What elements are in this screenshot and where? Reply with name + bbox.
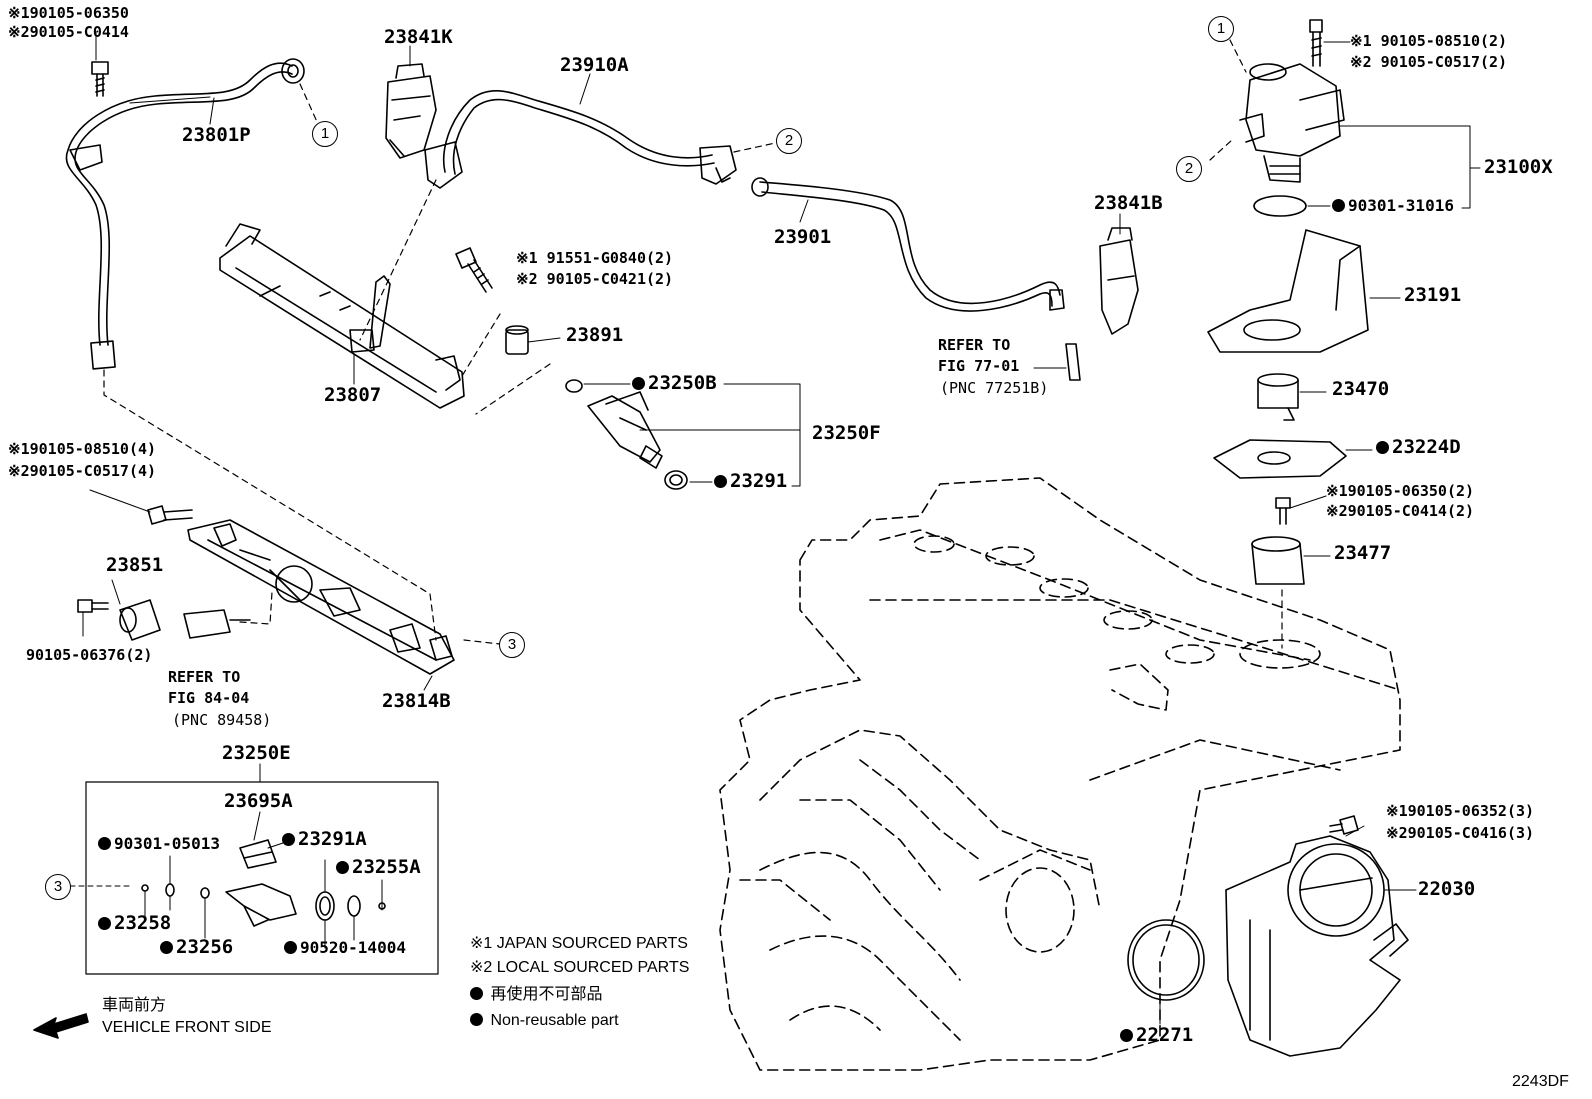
- part-label: 23477: [1334, 542, 1392, 564]
- rail-assembly-23814b: [89, 489, 455, 675]
- insulator-23191: [1207, 229, 1401, 353]
- refer-label: REFER TO: [938, 336, 1011, 354]
- part-label: 23291A: [282, 830, 367, 849]
- refer-label: REFER TO: [168, 668, 241, 686]
- connector-23841b: [1099, 227, 1139, 335]
- part-label: 23224D: [1376, 438, 1461, 457]
- throttle-body-22030: [1225, 815, 1417, 1057]
- fuel-pump-23100x: [1239, 19, 1481, 217]
- non-reusable-dot-icon: [1332, 199, 1345, 212]
- non-reusable-dot-icon: [470, 987, 483, 1000]
- part-label: 22271: [1120, 1026, 1193, 1045]
- gasket-23224d: [1213, 439, 1373, 479]
- gasket-22271: [1127, 919, 1205, 1025]
- part-label: 23807: [324, 384, 382, 406]
- part-label: 23258: [98, 914, 171, 933]
- part-label: 23256: [160, 938, 233, 957]
- housing-23477: [1251, 495, 1331, 585]
- bolt-label-j: ※190105-06350: [8, 4, 129, 22]
- part-label: 23901: [774, 226, 832, 248]
- non-reusable-dot-icon: [1120, 1029, 1133, 1042]
- harness-23910a: [424, 89, 737, 189]
- non-reusable-dot-icon: [1376, 441, 1389, 454]
- callout-1: 1: [312, 121, 338, 147]
- delivery-pipe-23807: [219, 223, 465, 409]
- injector-23250f: [565, 379, 801, 490]
- part-label: 90105-06376(2): [26, 646, 153, 664]
- relation-lines: [103, 39, 1283, 649]
- non-reusable-dot-icon: [282, 833, 295, 846]
- legend-reuse-en: Non-reusable part: [470, 1013, 619, 1029]
- callout-2: 2: [776, 128, 802, 154]
- part-label: 23841K: [384, 26, 453, 48]
- part-label: 23100X: [1484, 156, 1553, 178]
- bolt-label-l: ※290105-C0517(4): [8, 462, 157, 480]
- callout-3: 3: [45, 874, 71, 900]
- part-label: 23470: [1332, 378, 1390, 400]
- non-reusable-dot-icon: [336, 861, 349, 874]
- non-reusable-dot-icon: [98, 837, 111, 850]
- non-reusable-dot-icon: [98, 917, 111, 930]
- bolt-23891: [455, 247, 561, 355]
- refer-label: (PNC 77251B): [940, 379, 1049, 397]
- direction-en: VEHICLE FRONT SIDE: [102, 1019, 272, 1036]
- bolt-label-l: ※290105-C0416(3): [1386, 824, 1535, 842]
- part-label: 23801P: [182, 124, 251, 146]
- legend-reuse-jp: 再使用不可部品: [470, 987, 602, 1003]
- refer-label: FIG 84-04: [168, 689, 250, 707]
- non-reusable-dot-icon: [160, 941, 173, 954]
- part-label: 23891: [566, 324, 624, 346]
- part-label: 23841B: [1094, 192, 1163, 214]
- part-label: 90520-14004: [284, 940, 406, 956]
- injector-kit-box: [69, 781, 439, 975]
- part-label: 23250E: [222, 742, 291, 764]
- figure-id: 2243DF: [1512, 1073, 1569, 1090]
- bolt-label-l: ※2 90105-C0421(2): [516, 270, 674, 288]
- callout-1: 1: [1208, 16, 1234, 42]
- front-arrow-icon: [33, 1013, 89, 1039]
- legend-local: ※2 LOCAL SOURCED PARTS: [470, 959, 690, 976]
- sensor-23851: [77, 599, 251, 641]
- part-label: 90301-31016: [1332, 198, 1454, 214]
- non-reusable-dot-icon: [284, 941, 297, 954]
- non-reusable-dot-icon: [470, 1013, 483, 1026]
- legend-japan: ※1 JAPAN SOURCED PARTS: [470, 935, 688, 952]
- callout-3: 3: [499, 632, 525, 658]
- part-label: 23695A: [224, 790, 293, 812]
- part-label: 23910A: [560, 54, 629, 76]
- bolt-label-j: ※1 91551-G0840(2): [516, 249, 674, 267]
- bolt-label-j: ※190105-06350(2): [1326, 482, 1475, 500]
- bolt-label-l: ※290105-C0414: [8, 23, 129, 41]
- part-label: 23250B: [632, 374, 717, 393]
- hose-end-77: [1065, 343, 1081, 381]
- part-label: 23814B: [382, 690, 451, 712]
- non-reusable-dot-icon: [714, 475, 727, 488]
- bolt-label-j: ※1 90105-08510(2): [1350, 32, 1508, 50]
- bolt-label-l: ※290105-C0414(2): [1326, 502, 1475, 520]
- connector-23841k: [385, 63, 437, 159]
- non-reusable-dot-icon: [632, 377, 645, 390]
- refer-label: (PNC 89458): [172, 711, 272, 729]
- part-label: 90301-05013: [98, 836, 220, 852]
- lifter-23470: [1257, 373, 1327, 421]
- direction-jp: 車両前方: [102, 997, 167, 1014]
- part-label: 23851: [106, 554, 164, 576]
- refer-label: FIG 77-01: [938, 357, 1020, 375]
- leader-lines: [95, 31, 1365, 849]
- fuel-tube-23801p: [65, 58, 305, 370]
- part-label: 23291: [714, 472, 787, 491]
- hose-23901: [751, 177, 1065, 312]
- part-label: 23191: [1404, 284, 1462, 306]
- part-label: 23250F: [812, 422, 881, 444]
- part-label: 23255A: [336, 858, 421, 877]
- bolt-label-j: ※190105-08510(4): [8, 440, 157, 458]
- bolt-label-l: ※2 90105-C0517(2): [1350, 53, 1508, 71]
- callout-2: 2: [1176, 156, 1202, 182]
- engine-outline: [719, 477, 1401, 1071]
- part-label: 22030: [1418, 878, 1476, 900]
- bolt-label-j: ※190105-06352(3): [1386, 802, 1535, 820]
